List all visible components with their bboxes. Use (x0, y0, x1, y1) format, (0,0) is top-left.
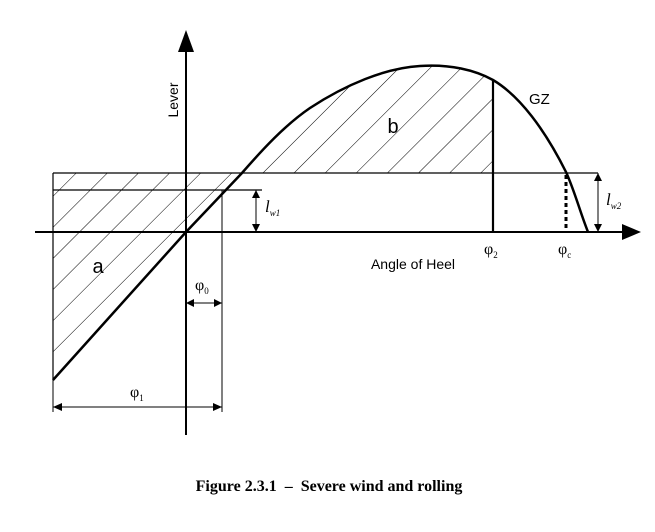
lw1-arrow-down-icon (252, 224, 260, 232)
area-b-hatch (242, 65, 493, 173)
phi1-arrow-left-icon (53, 403, 62, 411)
figure-caption: Figure 2.3.1 – Severe wind and rolling (196, 478, 463, 495)
phi2-label: φ2 (484, 241, 498, 260)
lw2-label: lw2 (606, 190, 622, 211)
area-a-label: a (92, 256, 104, 278)
phi1-arrow-right-icon (213, 403, 222, 411)
phi0-label: φ0 (195, 277, 209, 296)
lw2-arrow-up-icon (594, 173, 602, 181)
horizontal-axis-label: Angle of Heel (371, 256, 455, 272)
area-a-hatch (53, 173, 242, 380)
vertical-axis-label: Lever (165, 82, 181, 117)
lw1-label: lw1 (265, 197, 280, 218)
gz-curve (52, 64, 590, 381)
lw2-arrow-down-icon (594, 224, 602, 232)
horizontal-axis-arrow-icon (622, 224, 641, 240)
gz-curve-label: GZ (529, 91, 550, 108)
phi0-arrow-right-icon (214, 299, 222, 307)
phi1-label: φ1 (130, 384, 144, 403)
phic-label: φc (558, 241, 571, 260)
area-b-label: b (387, 116, 398, 138)
lw1-arrow-up-icon (252, 190, 260, 198)
vertical-axis-arrow-icon (178, 30, 194, 52)
phi0-arrow-left-icon (186, 299, 194, 307)
